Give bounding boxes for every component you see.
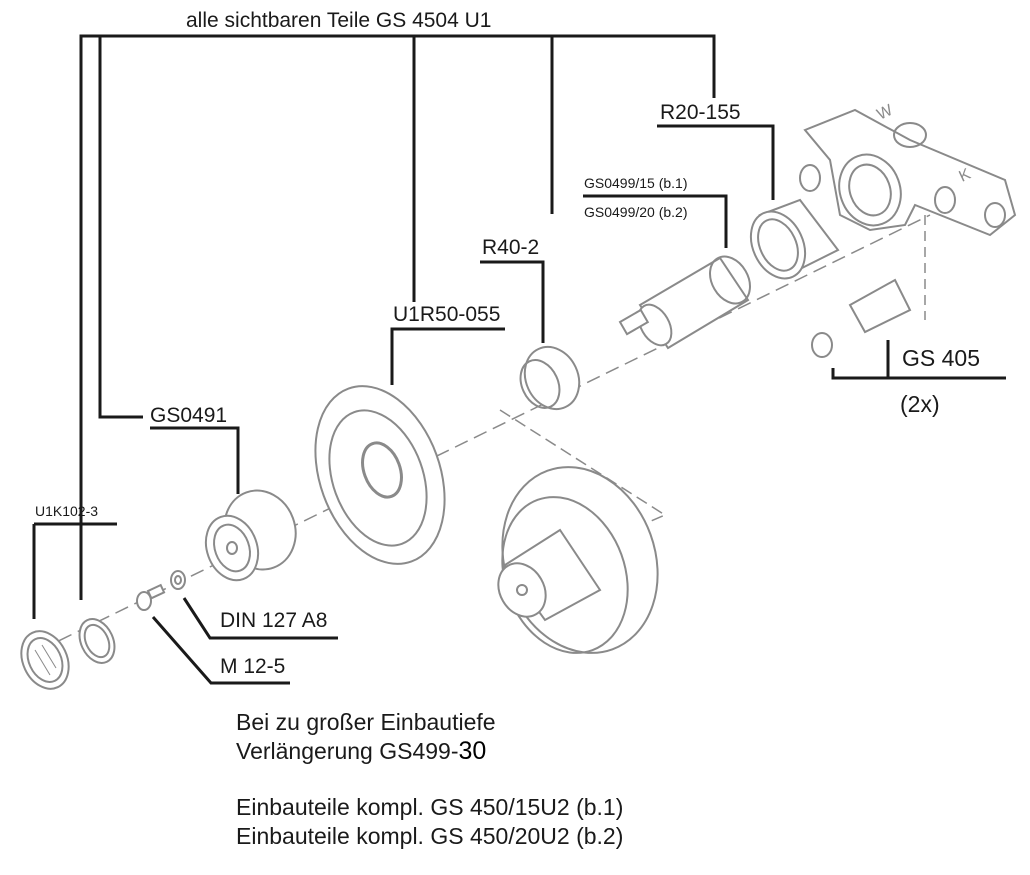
note-line-1: Bei zu großer Einbautiefe <box>236 709 496 735</box>
leader-m12-5 <box>151 616 290 685</box>
parts-drawing <box>20 108 1017 690</box>
leader-gs0499 <box>583 194 728 248</box>
check-valve-part <box>811 278 912 358</box>
title-label: alle sichtbaren Teile GS 4504 U1 <box>186 9 492 32</box>
part-label-r40-2: R40-2 <box>482 236 540 259</box>
rosette-part <box>314 385 446 565</box>
part-label-r20-155: R20-155 <box>660 101 741 124</box>
part-label-gs0499-15: GS0499/15 (b.1) <box>584 175 688 191</box>
handle-part <box>204 489 297 582</box>
leader-top-bracket <box>79 34 716 400</box>
sleeve-part <box>749 198 840 280</box>
note-line-4: Einbauteile kompl. GS 450/20U2 (b.2) <box>236 823 624 849</box>
part-label-m12-5: M 12-5 <box>220 655 286 678</box>
cartridge-part <box>618 255 751 350</box>
note-line-2: Verlängerung GS499-30 <box>236 737 496 766</box>
part-label-din127: DIN 127 A8 <box>220 609 328 632</box>
note-block-extension: Bei zu großer Einbautiefe Verlängerung G… <box>236 708 496 766</box>
cap-part <box>20 630 70 690</box>
axis-line <box>39 214 931 651</box>
part-label-gs0491: GS0491 <box>150 404 228 427</box>
leader-gs405 <box>831 368 1006 380</box>
valve-body-part <box>799 108 1017 237</box>
leader-gs0491-main <box>98 36 143 419</box>
note-line-2-prefix: Verlängerung GS499- <box>236 738 459 764</box>
part-label-gs405-qty: (2x) <box>900 391 940 417</box>
note-block-kits: Einbauteile kompl. GS 450/15U2 (b.1) Ein… <box>236 793 623 851</box>
leader-r20-155 <box>657 124 775 200</box>
leader-r40-2 <box>480 260 545 343</box>
part-label-gs405: GS 405 <box>902 345 980 371</box>
part-label-u1k102-3: U1K102-3 <box>35 503 99 519</box>
screw-part <box>136 583 166 611</box>
leader-gs0491 <box>150 426 240 494</box>
washer-part <box>170 570 186 590</box>
part-label-u1r50-055: U1R50-055 <box>393 303 501 326</box>
warm-marking: W <box>875 101 897 123</box>
knob-part <box>497 466 659 654</box>
leader-u1r50-055 <box>390 327 505 385</box>
ring-r40-part <box>519 345 581 411</box>
leader-din127 <box>182 597 338 640</box>
note-line-2-suffix: 30 <box>458 737 487 765</box>
leader-lines <box>32 34 1006 685</box>
part-label-gs0499-20: GS0499/20 (b.2) <box>584 204 688 220</box>
note-line-3: Einbauteile kompl. GS 450/15U2 (b.1) <box>236 794 624 820</box>
ring-part <box>78 618 116 664</box>
